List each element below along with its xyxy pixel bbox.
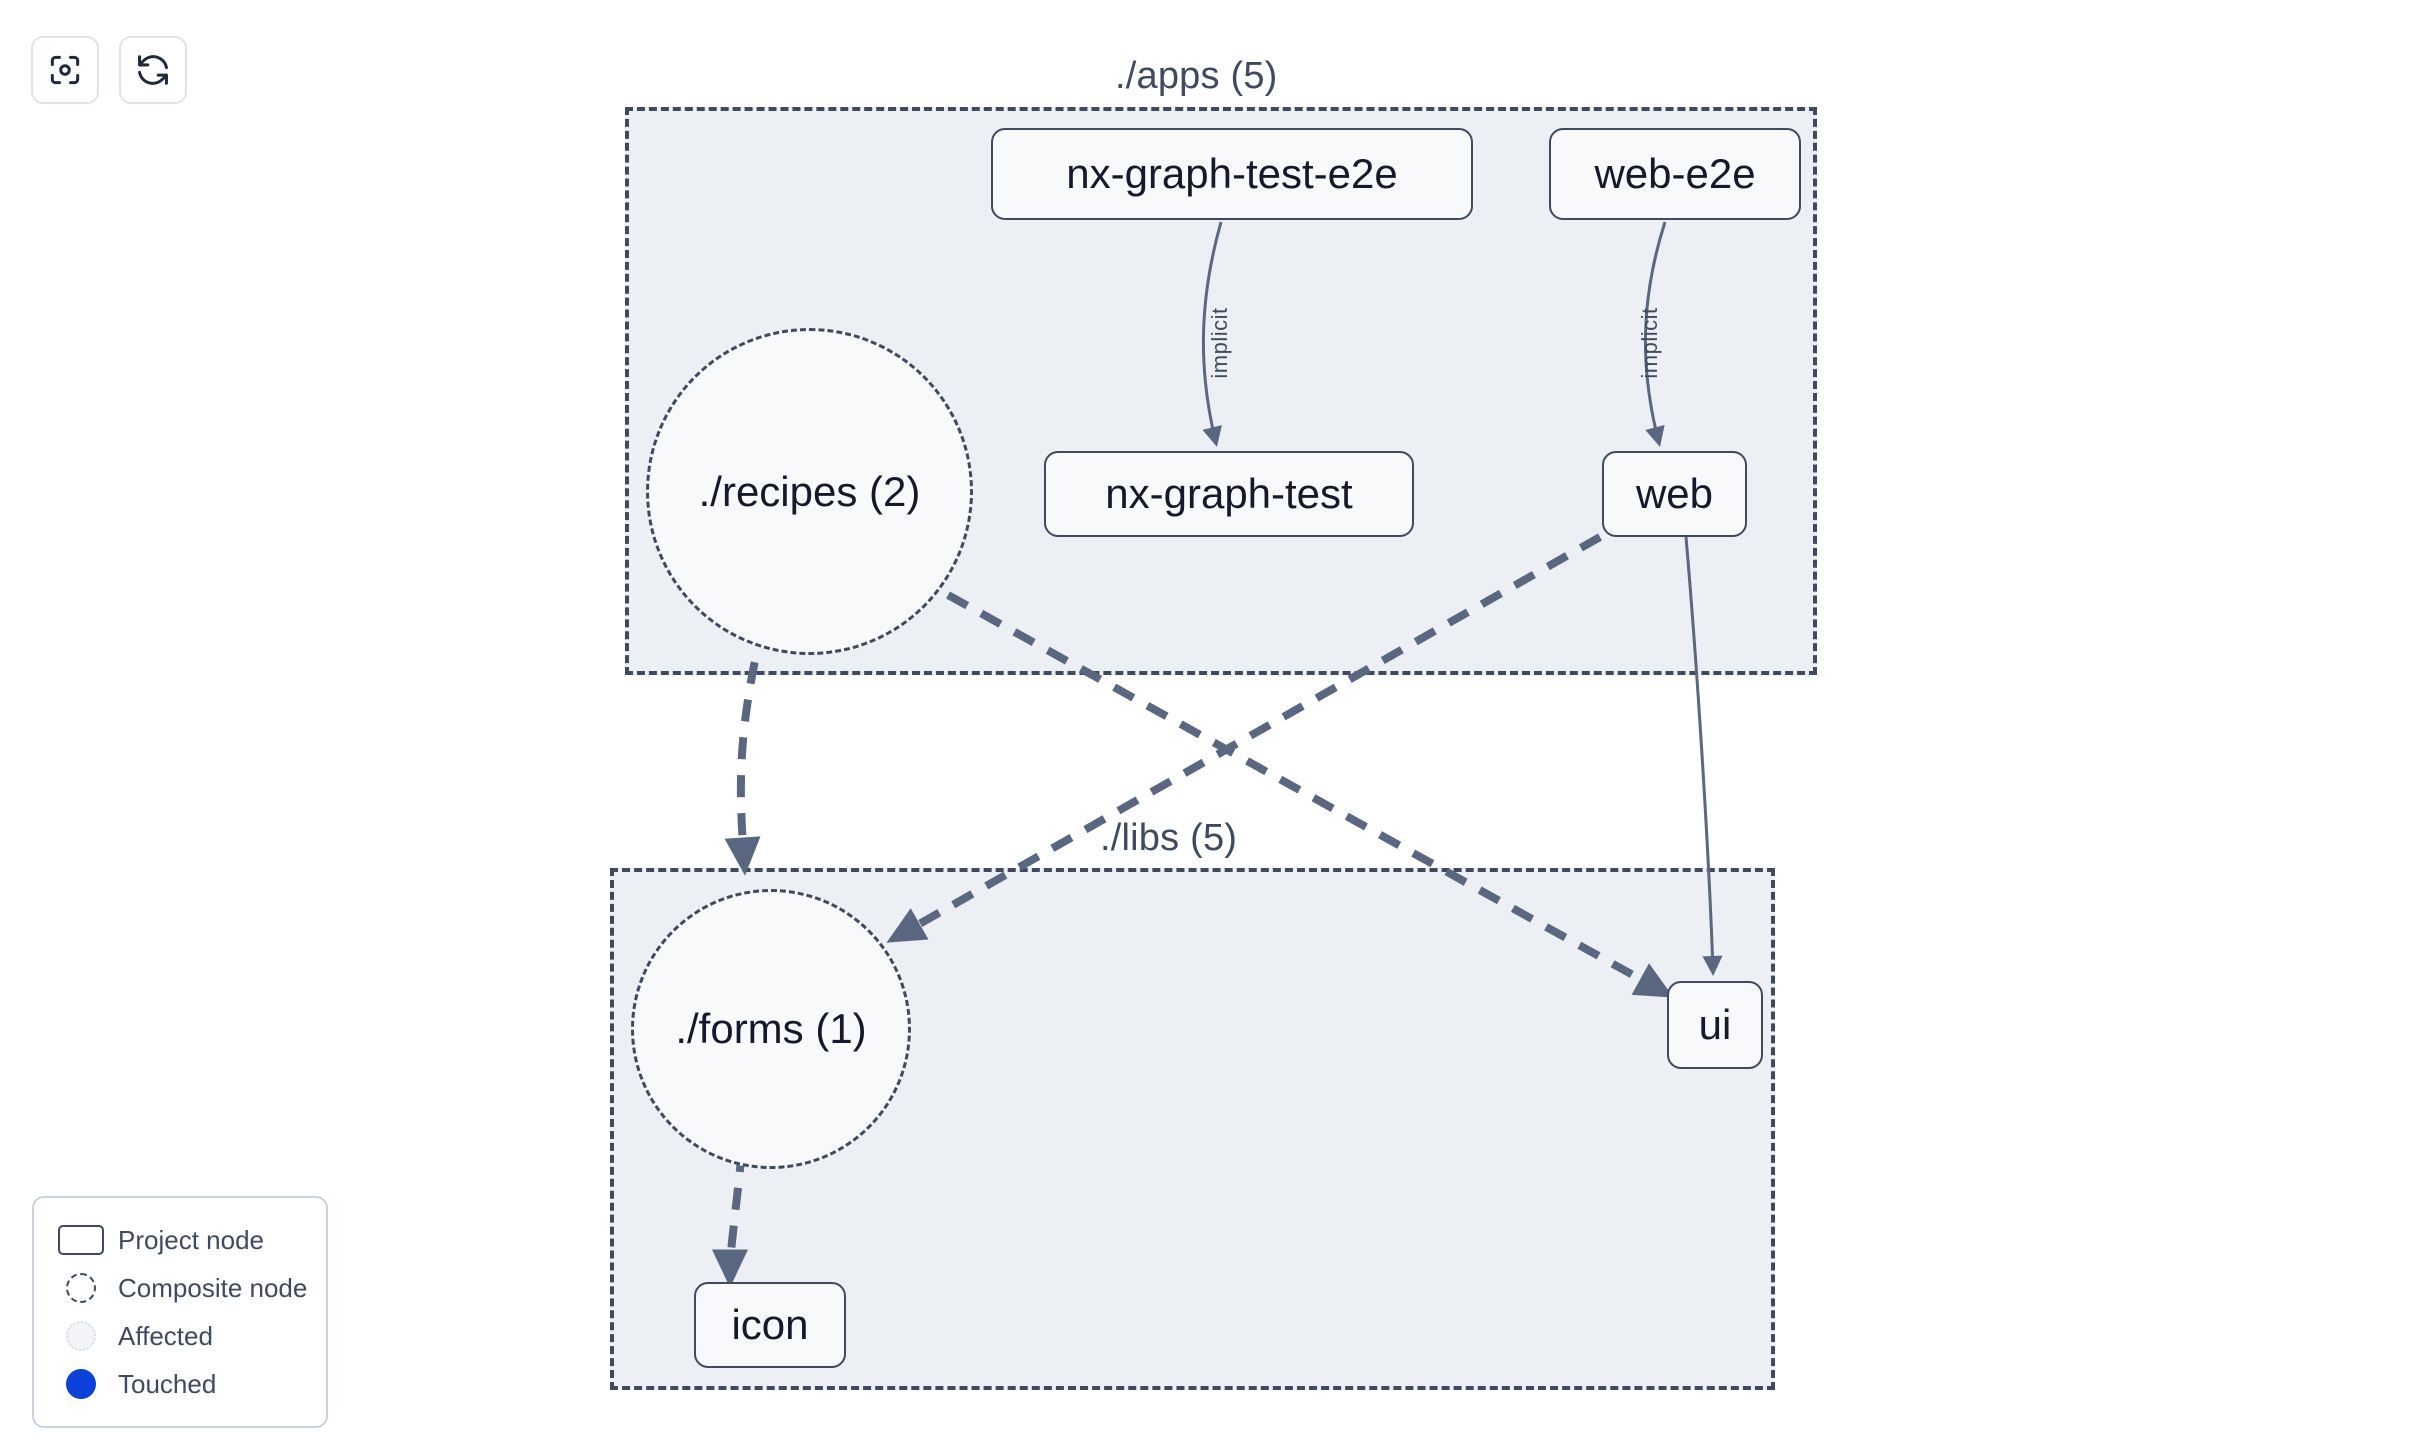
node-icon[interactable]: icon xyxy=(694,1282,846,1368)
refresh-icon xyxy=(134,51,172,89)
node-nx-graph-test[interactable]: nx-graph-test xyxy=(1044,451,1414,537)
legend-item-label: Composite node xyxy=(118,1272,308,1303)
legend-item-label: Project node xyxy=(118,1224,264,1255)
group-libs-label: ./libs (5) xyxy=(1100,817,1238,859)
node-recipes[interactable]: ./recipes (2) xyxy=(646,328,973,655)
edge-label-implicit-nxgraphtest: implicit xyxy=(1207,307,1232,379)
node-ui[interactable]: ui xyxy=(1667,981,1763,1069)
legend-item-label: Touched xyxy=(118,1368,217,1399)
legend-item-affected: Affected xyxy=(54,1312,306,1360)
node-nx-graph-test-e2e[interactable]: nx-graph-test-e2e xyxy=(991,128,1473,220)
graph-legend: Project node Composite node Affected Tou… xyxy=(32,1196,328,1428)
affected-swatch xyxy=(54,1321,108,1351)
project-node-swatch xyxy=(54,1225,108,1255)
legend-item-composite-node: Composite node xyxy=(54,1264,308,1312)
legend-item-touched: Touched xyxy=(54,1360,306,1408)
focus-target-icon xyxy=(46,51,84,89)
composite-node-swatch xyxy=(54,1273,108,1303)
group-apps-label: ./apps (5) xyxy=(1115,55,1278,97)
node-web[interactable]: web xyxy=(1602,451,1747,537)
refresh-graph-button[interactable] xyxy=(119,36,187,104)
touched-swatch xyxy=(54,1369,108,1399)
edge-label-implicit-web: implicit xyxy=(1637,307,1662,379)
node-web-e2e[interactable]: web-e2e xyxy=(1549,128,1801,220)
legend-item-label: Affected xyxy=(118,1320,213,1351)
focus-graph-button[interactable] xyxy=(31,36,99,104)
graph-toolbar xyxy=(31,36,187,104)
legend-item-project-node: Project node xyxy=(54,1216,306,1264)
node-forms[interactable]: ./forms (1) xyxy=(631,889,911,1169)
